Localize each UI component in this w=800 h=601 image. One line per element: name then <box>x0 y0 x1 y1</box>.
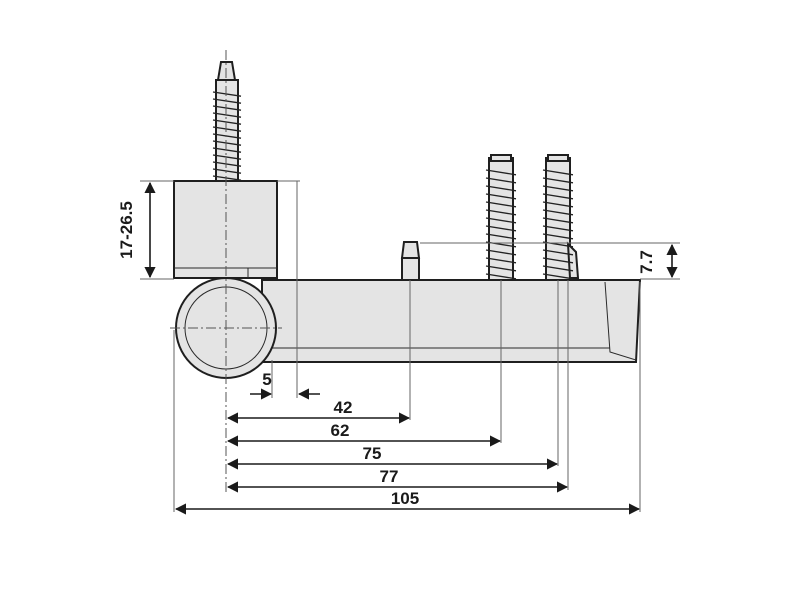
dim-height-pin-label: 7.7 <box>637 250 656 274</box>
barrel-screw <box>212 61 242 183</box>
dim-gap-label: 5 <box>262 370 271 389</box>
dim-total-label: 105 <box>391 489 419 508</box>
hinge-plate <box>261 279 642 363</box>
dimension-lines <box>144 181 678 515</box>
dim-77-label: 77 <box>380 467 399 486</box>
plate-screw-1 <box>485 154 517 281</box>
dim-75-label: 75 <box>363 444 382 463</box>
dim-height-range-label: 17-26.5 <box>117 201 136 259</box>
dim-42-label: 42 <box>334 398 353 417</box>
plate-screw-2 <box>542 154 580 281</box>
dim-62-label: 62 <box>331 421 350 440</box>
centre-lines <box>140 50 680 512</box>
positioning-pin <box>400 241 421 281</box>
barrel-screw-thread <box>212 91 242 181</box>
